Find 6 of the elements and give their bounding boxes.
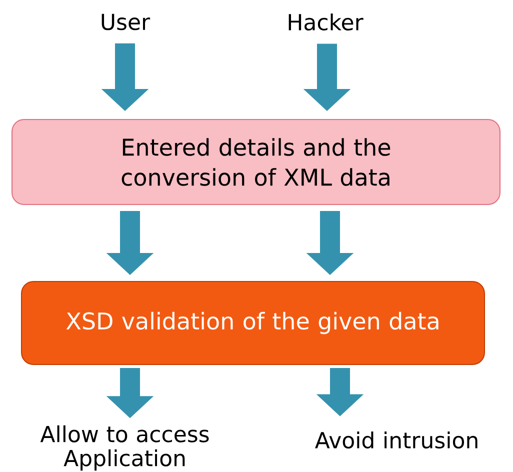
label-text: Hacker [288,13,364,31]
label-text: Allow to access Application [40,425,209,471]
process-box: XSD validation of the given data [21,281,485,365]
label-text: User [102,14,150,30]
process-box: Entered details and the conversion of XML data [12,119,500,205]
label-text: Avoid intrusion [315,431,478,449]
